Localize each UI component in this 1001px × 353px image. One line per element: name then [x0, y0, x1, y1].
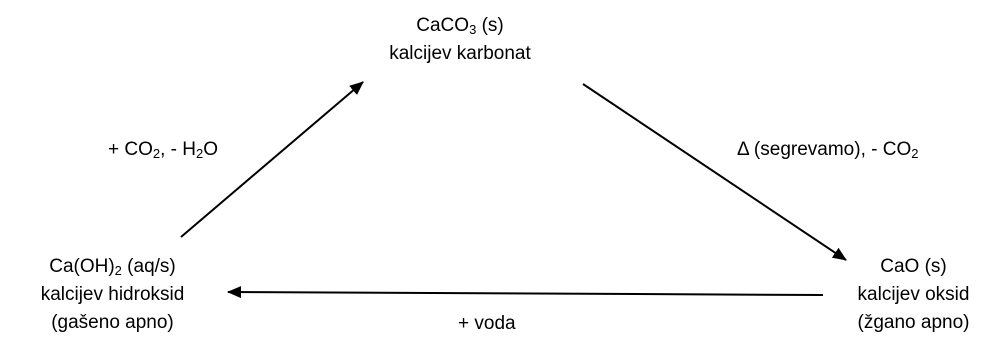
formula-state: (aq/s): [121, 256, 176, 277]
arrow-calcium-hydroxide-to-calcium-carbonate: [180, 81, 364, 238]
edge-label-text: + voda: [458, 313, 516, 334]
edge-label-heating: Δ (segrevamo), - CO2: [737, 138, 918, 162]
edge-label-carbon-dioxide: + CO2, - H2O: [108, 138, 218, 162]
edge-label-text: Δ (segrevamo), - CO: [737, 139, 912, 160]
calcium-hydroxide-common-name: (gašeno apno): [51, 312, 174, 333]
node-calcium-oxide: CaO (s) kalcijev oksid (žgano apno): [826, 253, 1001, 337]
edge-label-subscript: 2: [196, 146, 204, 161]
arrow-calcium-oxide-to-calcium-hydroxide: [227, 286, 824, 299]
formula-subscript: 3: [469, 22, 477, 37]
calcium-carbonate-name: kalcijev karbonat: [389, 43, 531, 64]
calcium-hydroxide-formula: Ca(OH)2 (aq/s): [0, 253, 225, 281]
edge-label-subscript: 2: [152, 146, 161, 161]
calcium-carbonate-formula: CaCO3 (s): [330, 12, 590, 40]
formula-text: CaCO: [416, 15, 470, 36]
formula-subscript: 2: [114, 263, 122, 278]
edge-label-text: + CO: [108, 139, 153, 160]
calcium-oxide-common-name: (žgano apno): [857, 312, 970, 333]
calcium-oxide-name: kalcijev oksid: [857, 284, 970, 305]
formula-state: (s): [476, 15, 504, 36]
edge-label-text: , - H: [160, 139, 196, 160]
edge-label-water: + voda: [458, 312, 516, 336]
edge-label-text: O: [203, 139, 219, 160]
calcium-hydroxide-name: kalcijev hidroksid: [40, 284, 185, 305]
edge-label-subscript: 2: [911, 146, 919, 161]
arrow-calcium-carbonate-to-calcium-oxide: [582, 83, 847, 261]
node-calcium-carbonate: CaCO3 (s) kalcijev karbonat: [330, 12, 590, 68]
calcium-oxide-formula: CaO (s): [880, 256, 947, 277]
formula-text: Ca(OH): [49, 256, 115, 277]
node-calcium-hydroxide: Ca(OH)2 (aq/s) kalcijev hidroksid (gašen…: [0, 253, 225, 337]
